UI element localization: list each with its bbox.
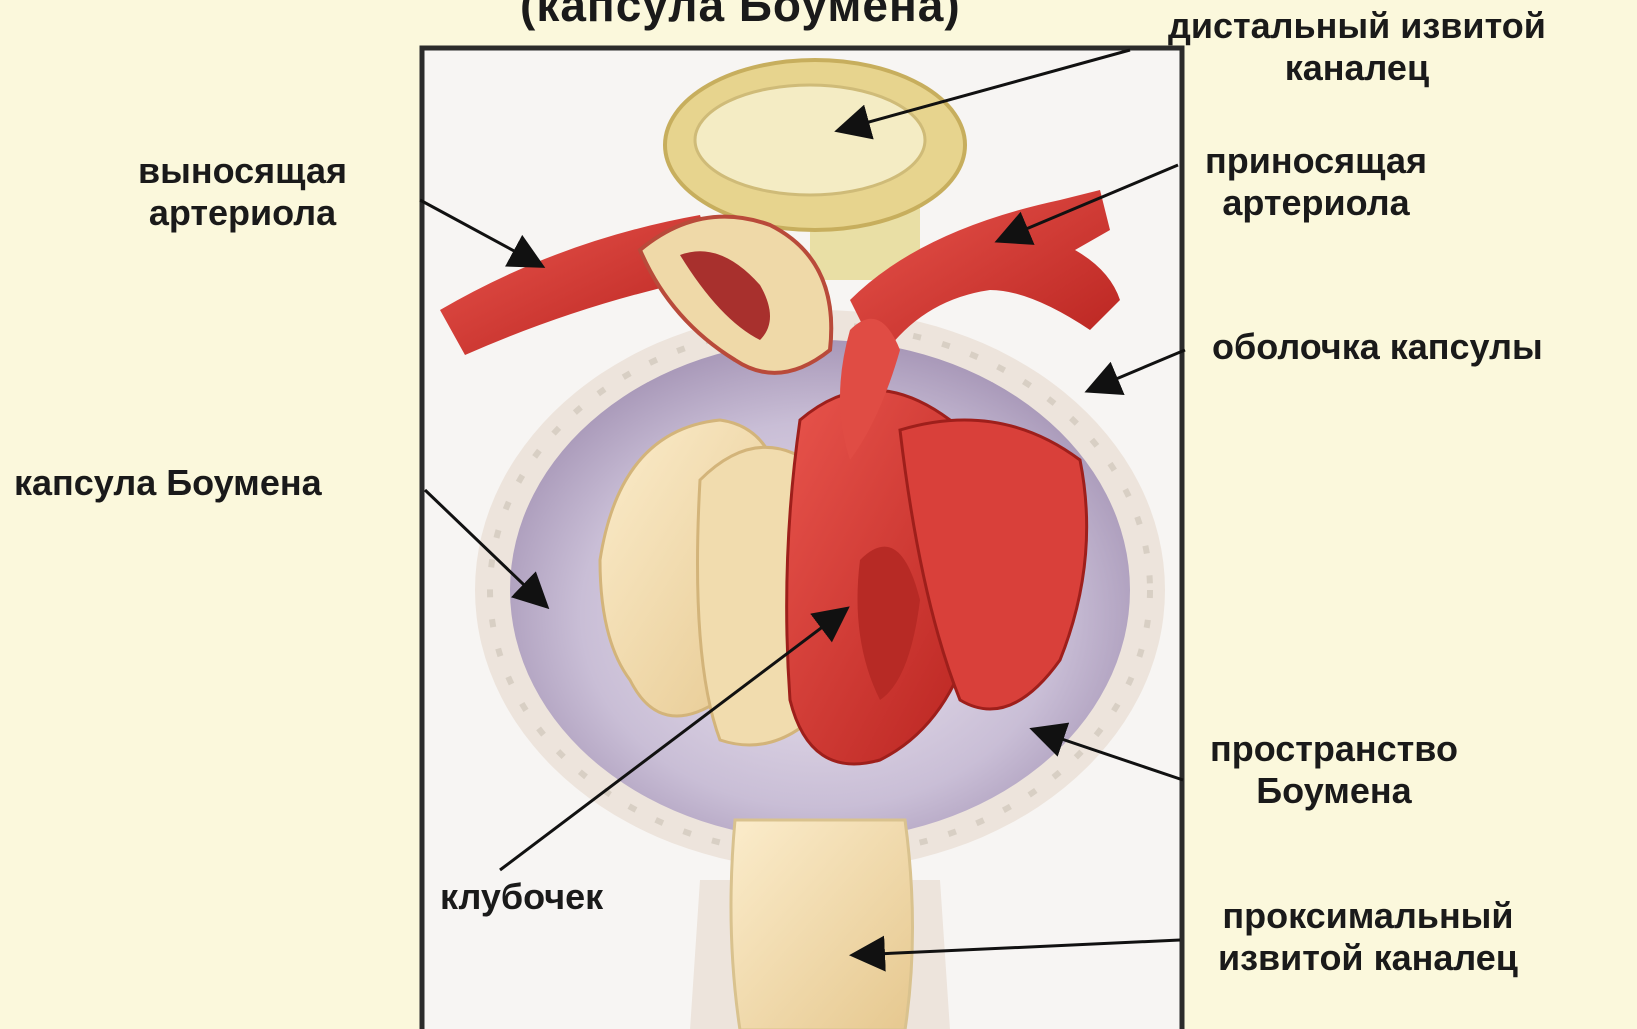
label-proximal-tubule: проксимальный извитой каналец — [1218, 895, 1518, 979]
label-proximal-tubule-line2: извитой каналец — [1218, 937, 1518, 979]
label-glomerulus: клубочек — [440, 876, 603, 918]
label-distal-tubule-line2: каналец — [1168, 47, 1546, 89]
label-bowman-capsule-line1: капсула Боумена — [14, 462, 322, 504]
label-capsule-wall: оболочка капсулы — [1212, 326, 1543, 368]
label-afferent-arteriole-line2: артериола — [1205, 182, 1427, 224]
label-efferent-arteriole-line2: артериола — [138, 192, 347, 234]
label-bowman-capsule: капсула Боумена — [14, 462, 322, 504]
label-bowman-space-line2: Боумена — [1210, 770, 1458, 812]
label-afferent-arteriole-line1: приносящая — [1205, 140, 1427, 182]
label-bowman-space-line1: пространство — [1210, 728, 1458, 770]
label-distal-tubule: дистальный извитой каналец — [1168, 5, 1546, 89]
label-efferent-arteriole-line1: выносящая — [138, 150, 347, 192]
proximal-tubule-shape — [731, 820, 913, 1029]
label-afferent-arteriole: приносящая артериола — [1205, 140, 1427, 224]
label-distal-tubule-line1: дистальный извитой — [1168, 5, 1546, 47]
label-efferent-arteriole: выносящая артериола — [138, 150, 347, 234]
label-proximal-tubule-line1: проксимальный — [1218, 895, 1518, 937]
label-bowman-space: пространство Боумена — [1210, 728, 1458, 812]
label-glomerulus-line1: клубочек — [440, 876, 603, 918]
label-capsule-wall-line1: оболочка капсулы — [1212, 326, 1543, 368]
